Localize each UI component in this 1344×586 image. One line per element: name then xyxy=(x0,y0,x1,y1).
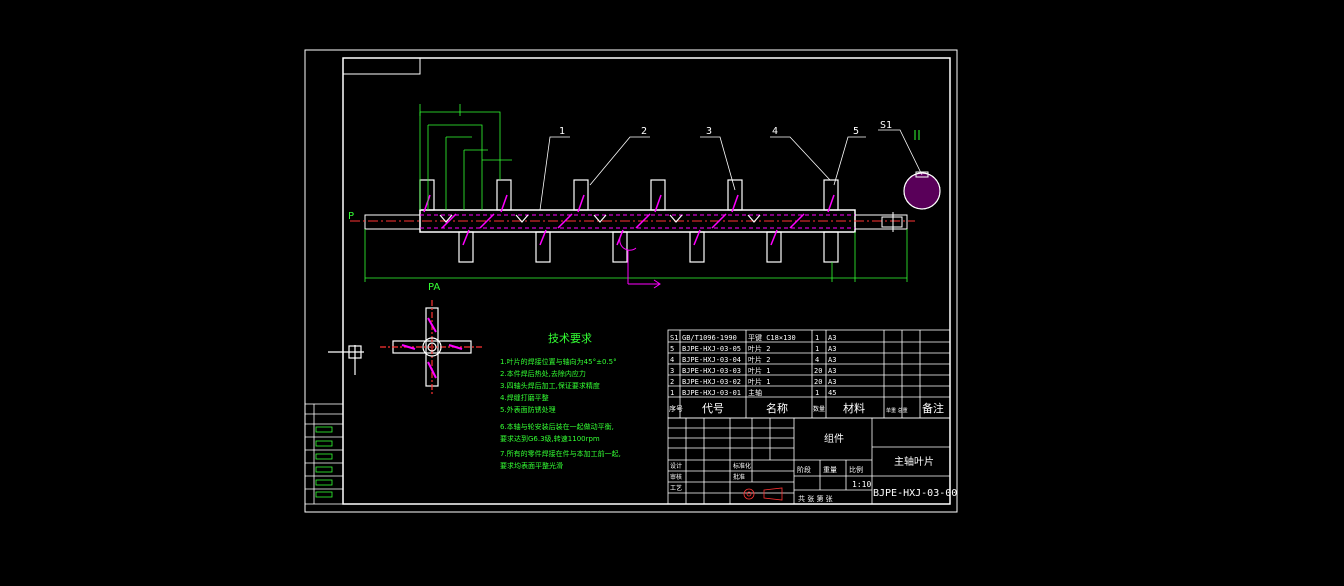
tech-line: 3.四轴头焊后加工,保证要求精度 xyxy=(500,381,600,390)
bom-header-note: 备注 xyxy=(922,401,944,415)
sheet-count: 共 张 第 张 xyxy=(798,494,833,503)
code-box xyxy=(342,57,421,75)
bom-name: 叶片 2 xyxy=(748,355,770,364)
tech-notes: 1.叶片的焊接位置与轴向为45°±0.5° 2.本件焊后热处,去除内应力 3.四… xyxy=(500,357,621,470)
bom-code: BJPE-HXJ-03-04 xyxy=(682,356,741,364)
review-label: 审核 xyxy=(670,473,682,481)
bom-name: 叶片 1 xyxy=(748,366,770,375)
bom-no: 4 xyxy=(670,356,674,364)
tech-line: 1.叶片的焊接位置与轴向为45°±0.5° xyxy=(500,357,617,366)
dimension-ladder xyxy=(419,104,512,210)
label-pa: PA xyxy=(428,282,440,293)
balloon-3: 3 xyxy=(706,126,712,137)
tech-line: 6.本轴与轮安装后装在一起做动平衡, xyxy=(500,422,614,431)
sheet-outer-border xyxy=(304,49,958,513)
overall-dimension xyxy=(364,229,908,282)
bom-mat: A3 xyxy=(828,334,836,342)
process-label: 工艺 xyxy=(670,484,682,492)
bom-name: 主轴 xyxy=(748,388,762,397)
bom-qty: 1 xyxy=(815,389,819,397)
bom-qty: 1 xyxy=(815,334,819,342)
bom-header-weight: 单重 总重 xyxy=(886,407,908,414)
left-margin-table xyxy=(304,403,344,505)
balloon-1: 1 xyxy=(559,126,565,137)
tech-title: 技术要求 xyxy=(548,332,592,345)
bom-mat: A3 xyxy=(828,378,836,386)
bom-mat: A3 xyxy=(828,356,836,364)
stage-label: 阶段 xyxy=(797,465,811,474)
tech-line: 5.外表面防锈处理 xyxy=(500,405,556,414)
bom-qty: 4 xyxy=(815,356,819,364)
top-paddles xyxy=(419,179,839,211)
tech-line: 4.焊缝打磨平整 xyxy=(500,393,549,402)
tech-line: 要求均表面平整光滑 xyxy=(500,461,563,470)
bom-qty: 1 xyxy=(815,345,819,353)
bom-header-code: 代号 xyxy=(702,402,724,415)
balloon-4: 4 xyxy=(772,126,778,137)
bom-qty: 20 xyxy=(814,378,822,386)
bom-no: 1 xyxy=(670,389,674,397)
bom-code: BJPE-HXJ-03-01 xyxy=(682,389,741,397)
tech-line: 要求达到G6.3级,转速1100rpm xyxy=(500,434,600,443)
title-block xyxy=(667,417,951,505)
bom-code: BJPE-HXJ-03-03 xyxy=(682,367,741,375)
blade-v-marks xyxy=(439,214,761,223)
tech-line: 7.所有的零件焊接在件与本加工前一起, xyxy=(500,449,621,458)
projection-symbol xyxy=(743,487,783,501)
paddle-end-view xyxy=(328,300,484,394)
shaft-front-view xyxy=(350,209,915,233)
tech-line: 2.本件焊后热处,去除内应力 xyxy=(500,369,586,378)
part-name: 主轴叶片 xyxy=(894,455,934,468)
blade-hatches xyxy=(423,194,835,246)
scale-label: 比例 xyxy=(849,465,863,474)
balloon-leaders xyxy=(539,129,923,211)
bom-qty: 20 xyxy=(814,367,822,375)
bottom-paddles xyxy=(458,231,839,263)
balloon-2: 2 xyxy=(641,126,647,137)
bom-code: BJPE-HXJ-03-05 xyxy=(682,345,741,353)
bom-name: 平键 C18×130 xyxy=(748,333,796,342)
standard-label: 标准化 xyxy=(733,462,751,470)
approve-label: 批准 xyxy=(733,473,745,481)
bom-code: BJPE-HXJ-03-02 xyxy=(682,378,741,386)
bom-header-mat: 材料 xyxy=(843,401,865,415)
sheet-inner-border xyxy=(342,57,951,505)
shaft-section-view xyxy=(903,130,941,210)
bom-name: 叶片 2 xyxy=(748,344,770,353)
label-p: P xyxy=(348,211,354,222)
bom-no: S1 xyxy=(670,334,678,342)
bom-header-qty: 数量 xyxy=(813,405,825,413)
section-arrow xyxy=(619,237,661,289)
balloon-5: 5 xyxy=(853,126,859,137)
bom-no: 2 xyxy=(670,378,674,386)
bom-mat: 45 xyxy=(828,389,836,397)
bom-header-no: 序号 xyxy=(669,404,683,413)
scale-value: 1:10 xyxy=(852,480,871,489)
bom-table xyxy=(667,329,951,419)
bom-no: 5 xyxy=(670,345,674,353)
label-s1: S1 xyxy=(880,120,892,131)
bom-rows: S1 GB/T1096-1990 平键 C18×130 1 A3 5 BJPE-… xyxy=(669,333,944,415)
bom-code: GB/T1096-1990 xyxy=(682,334,737,342)
weight-label: 重量 xyxy=(823,466,837,474)
assembly-label: 组件 xyxy=(824,432,844,445)
shaft-left-end xyxy=(364,214,421,230)
bom-mat: A3 xyxy=(828,367,836,375)
designer-label: 设计 xyxy=(670,462,682,470)
bom-header-name: 名称 xyxy=(766,401,788,415)
bom-mat: A3 xyxy=(828,345,836,353)
bom-name: 叶片 1 xyxy=(748,377,770,386)
bom-no: 3 xyxy=(670,367,674,375)
drawing-number: BJPE-HXJ-03-00 xyxy=(873,488,957,499)
